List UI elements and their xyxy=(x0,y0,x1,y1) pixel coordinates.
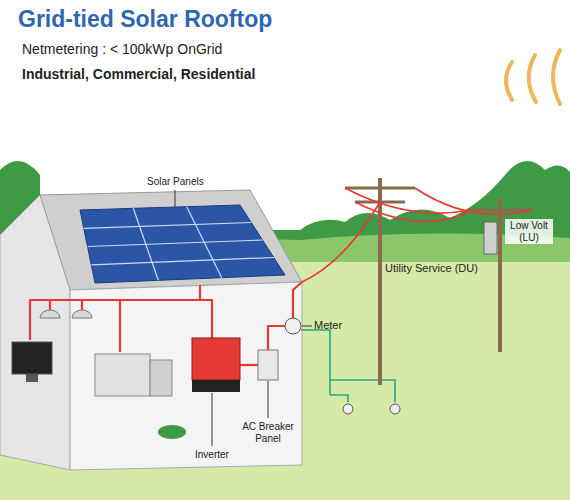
label-holder: AC Breaker Panel xyxy=(236,421,300,444)
wire xyxy=(200,300,212,338)
wire xyxy=(240,364,258,366)
wire xyxy=(293,282,302,318)
part-label: Inverter xyxy=(195,449,229,461)
title-holder: Grid-tied Solar Rooftop xyxy=(18,6,272,32)
appliance xyxy=(95,354,150,396)
lamp xyxy=(40,310,60,318)
meter-line xyxy=(330,395,348,402)
power-line xyxy=(415,188,532,214)
part-label: Solar Panels xyxy=(147,176,204,188)
utility-poles xyxy=(345,178,532,385)
tv-stand xyxy=(26,374,38,382)
leader-line xyxy=(175,190,176,207)
transformer xyxy=(484,222,497,254)
solar-panel xyxy=(80,205,285,283)
power-lines xyxy=(302,188,532,282)
part-label: Meter xyxy=(314,319,342,332)
leader-lines xyxy=(175,190,312,446)
inverter-base xyxy=(192,380,240,392)
crossbar xyxy=(345,187,415,190)
sun-ray xyxy=(529,55,536,102)
leader-line xyxy=(268,381,269,418)
wire xyxy=(30,285,200,340)
label-holder: Meter xyxy=(314,319,342,332)
television xyxy=(12,342,52,374)
power-line xyxy=(355,202,468,221)
label-holder: Industrial, Commercial, Residential xyxy=(22,66,255,82)
leader-line xyxy=(302,326,312,327)
part-label: Utility Service (DU) xyxy=(385,262,478,275)
panel-grid xyxy=(84,207,274,281)
panel-grid-line xyxy=(88,240,263,247)
label-holder: Utility Service (DU) xyxy=(385,262,478,275)
roof xyxy=(40,190,302,290)
breaker-panel xyxy=(258,350,278,380)
panel-grid-line xyxy=(91,258,273,265)
power-line xyxy=(345,188,470,213)
pole xyxy=(378,178,382,385)
wire xyxy=(268,326,285,350)
part-label: Low Volt (LU) xyxy=(505,219,553,244)
power-line xyxy=(302,202,380,282)
lamp xyxy=(72,310,92,318)
front-wall xyxy=(70,282,302,470)
wire xyxy=(119,300,121,352)
panel-grid-line xyxy=(84,223,252,229)
meter-icon xyxy=(343,404,353,414)
sun-ray xyxy=(553,50,560,104)
meter-icon xyxy=(390,404,400,414)
leader-line xyxy=(212,393,213,446)
wire xyxy=(81,300,83,310)
inverter xyxy=(192,338,240,380)
house xyxy=(0,190,302,470)
meter xyxy=(285,318,301,334)
sun-ray xyxy=(506,62,512,100)
label-holder: Solar Panels xyxy=(147,176,204,188)
label-holder: Inverter xyxy=(195,449,229,461)
meter-icons xyxy=(343,404,400,414)
meter-line xyxy=(330,380,395,402)
meter-line xyxy=(301,330,330,395)
label-holder: Netmetering : < 100kWp OnGrid xyxy=(22,41,222,57)
sun-rays xyxy=(506,50,560,104)
wire xyxy=(49,300,51,310)
pole xyxy=(498,198,502,352)
subtitle: Netmetering : < 100kWp OnGrid xyxy=(22,41,222,57)
grass xyxy=(0,262,570,500)
diagram-title: Grid-tied Solar Rooftop xyxy=(18,6,272,32)
bush xyxy=(158,425,186,439)
subtitle: Industrial, Commercial, Residential xyxy=(22,66,255,82)
part-label: AC Breaker Panel xyxy=(236,421,300,444)
crossbar xyxy=(468,209,532,212)
label-holder: Low Volt (LU) xyxy=(505,219,553,244)
appliance xyxy=(150,360,172,396)
